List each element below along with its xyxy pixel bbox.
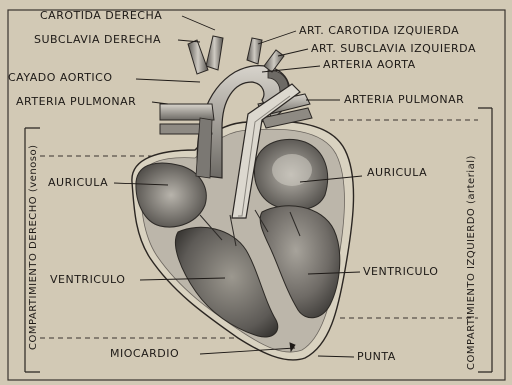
right-subclavian-vessel [188,40,208,74]
right-bracket [478,108,492,372]
label-ventriculo-left: VENTRICULO [50,274,125,286]
label-carotida-derecha: CAROTIDA DERECHA [40,10,162,22]
right-carotid-vessel [206,36,223,70]
label-art-subclavia-izquierda: ART. SUBCLAVIA IZQUIERDA [311,43,476,55]
label-arteria-pulmonar-right: ARTERIA PULMONAR [344,94,464,106]
label-arteria-pulmonar-left: ARTERIA PULMONAR [16,96,136,108]
label-punta: PUNTA [357,351,396,363]
label-miocardio: MIOCARDIO [110,348,179,360]
left-carotid-vessel [247,38,262,64]
left-subclavian-vessel [264,50,284,72]
label-arteria-aorta: ARTERIA AORTA [323,59,416,71]
label-auricula-left: AURICULA [48,177,108,189]
label-art-carotida-izquierda: ART. CAROTIDA IZQUIERDA [299,25,459,37]
label-ventriculo-right: VENTRICULO [363,266,438,278]
label-compartimiento-derecho: COMPARTIMIENTO DERECHO (venoso) [28,144,39,350]
label-compartimiento-izquierdo: COMPARTIMIENTO IZQUIERDO (arterial) [466,155,477,370]
label-cayado-aortico: CAYADO AORTICO [8,72,113,84]
label-subclavia-derecha: SUBCLAVIA DERECHA [34,34,161,46]
label-auricula-right: AURICULA [367,167,427,179]
pulmonary-artery-left [160,104,214,120]
